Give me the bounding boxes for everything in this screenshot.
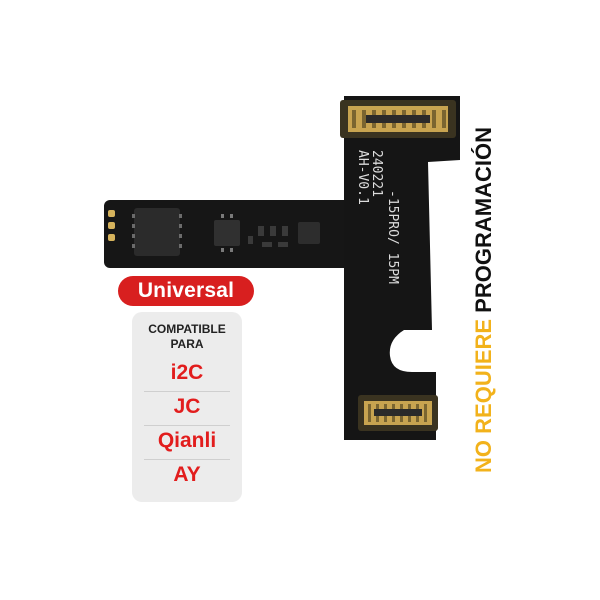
notice-part2: PROGRAMACIÓN <box>471 127 496 313</box>
passive-components <box>248 222 320 247</box>
board-marking-model: -15PRO/ 15PM <box>385 190 400 284</box>
main-chip <box>134 208 180 256</box>
secondary-chip <box>214 220 240 246</box>
list-item: Qianli <box>144 426 230 460</box>
list-item: i2C <box>144 358 230 392</box>
board-marking-version: AH-V0.1 <box>355 150 370 205</box>
compatibility-title: COMPATIBLE PARA <box>148 322 226 351</box>
no-programming-notice: NO REQUIERE PROGRAMACIÓN <box>469 90 499 510</box>
flex-spine <box>344 96 460 440</box>
list-item: JC <box>144 392 230 426</box>
universal-badge: Universal <box>118 276 254 306</box>
list-item: AY <box>173 463 201 486</box>
compatibility-card: COMPATIBLE PARA i2C JC Qianli AY <box>132 312 242 502</box>
compatibility-list: i2C JC Qianli AY <box>132 358 242 493</box>
notice-part1: NO REQUIERE <box>471 318 496 473</box>
gold-pads <box>108 210 115 241</box>
board-marking-date: 240221 <box>369 150 384 197</box>
